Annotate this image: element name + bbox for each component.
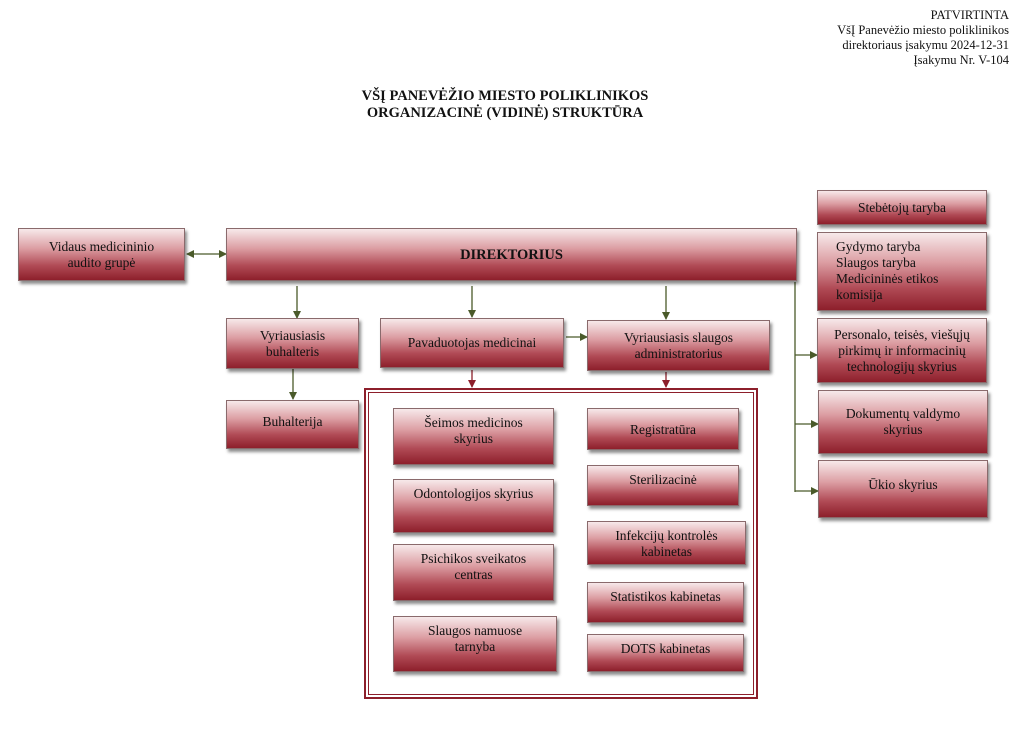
box-councils-label: Gydymo taryba Slaugos taryba Medicininės… (836, 239, 939, 302)
box-registry-label: Registratūra (630, 422, 696, 437)
approval-line-4: Įsakymu Nr. V-104 (913, 53, 1010, 67)
subdivision-group-frame (364, 388, 758, 699)
box-household-department-label: Ūkio skyrius (868, 477, 938, 492)
box-deputy-medical-label: Pavaduotojas medicinai (407, 335, 537, 350)
box-chief-nursing-label: Vyriausiasis slaugos administratorius (623, 329, 734, 361)
title-line-1: VŠĮ PANEVĖŽIO MIESTO POLIKLINIKOS (361, 88, 649, 104)
box-infection-control[interactable]: Infekcijų kontrolės kabinetas (587, 521, 746, 565)
box-sterilization[interactable]: Sterilizacinė (587, 465, 739, 506)
box-personnel-department-label: Personalo, teisės, viešųjų pirkimų ir in… (834, 326, 970, 374)
box-supervisory-board-label: Stebėtojų taryba (857, 199, 947, 215)
box-statistics[interactable]: Statistikos kabinetas (587, 582, 744, 623)
box-director-label: DIREKTORIUS (460, 246, 563, 263)
box-deputy-medical[interactable]: Pavaduotojas medicinai (380, 318, 564, 368)
box-chief-accountant-label: Vyriausiasis buhalteris (259, 327, 326, 359)
box-family-medicine-label: Šeimos medicinos skyrius (424, 415, 523, 446)
box-accounting[interactable]: Buhalterija (226, 400, 359, 449)
box-odontology-label: Odontologijos skyrius (413, 486, 534, 501)
box-councils[interactable]: Gydymo taryba Slaugos taryba Medicininės… (817, 232, 987, 311)
box-infection-control-label: Infekcijų kontrolės kabinetas (615, 528, 718, 559)
box-chief-nursing[interactable]: Vyriausiasis slaugos administratorius (587, 320, 770, 371)
title-line-2: ORGANIZACINĖ (VIDINĖ) STRUKTŪRA (366, 105, 644, 121)
approval-line-3: direktoriaus įsakymu 2024-12-31 (842, 38, 1009, 52)
box-director[interactable]: DIREKTORIUS (226, 228, 797, 281)
box-home-nursing-label: Slaugos namuose tarnyba (427, 623, 523, 654)
box-odontology[interactable]: Odontologijos skyrius (393, 479, 554, 533)
box-statistics-label: Statistikos kabinetas (610, 589, 721, 604)
approval-line-1: PATVIRTINTA (930, 8, 1009, 22)
box-sterilization-label: Sterilizacinė (629, 472, 697, 487)
box-documents-department[interactable]: Dokumentų valdymo skyrius (818, 390, 988, 454)
box-supervisory-board[interactable]: Stebėtojų taryba (817, 190, 987, 225)
subdivision-group-frame-inner (368, 392, 754, 695)
approval-stamp: PATVIRTINTA VšĮ Panevėžio miesto polikli… (837, 8, 1009, 68)
box-accounting-label: Buhalterija (262, 413, 323, 429)
box-documents-department-label: Dokumentų valdymo skyrius (845, 406, 961, 437)
box-registry[interactable]: Registratūra (587, 408, 739, 450)
page-title: VŠĮ PANEVĖŽIO MIESTO POLIKLINIKOS ORGANI… (255, 88, 755, 122)
box-home-nursing[interactable]: Slaugos namuose tarnyba (393, 616, 557, 672)
approval-line-2: VšĮ Panevėžio miesto poliklinikos (837, 23, 1009, 37)
box-dots-label: DOTS kabinetas (620, 641, 711, 656)
box-chief-accountant[interactable]: Vyriausiasis buhalteris (226, 318, 359, 369)
box-family-medicine[interactable]: Šeimos medicinos skyrius (393, 408, 554, 465)
box-personnel-department[interactable]: Personalo, teisės, viešųjų pirkimų ir in… (817, 318, 987, 383)
box-mental-health-label: Psichikos sveikatos centras (420, 551, 527, 582)
box-household-department[interactable]: Ūkio skyrius (818, 460, 988, 518)
box-audit-group-label: Vidaus medicininio audito grupė (48, 238, 155, 270)
box-mental-health[interactable]: Psichikos sveikatos centras (393, 544, 554, 601)
box-dots[interactable]: DOTS kabinetas (587, 634, 744, 672)
box-audit-group[interactable]: Vidaus medicininio audito grupė (18, 228, 185, 281)
